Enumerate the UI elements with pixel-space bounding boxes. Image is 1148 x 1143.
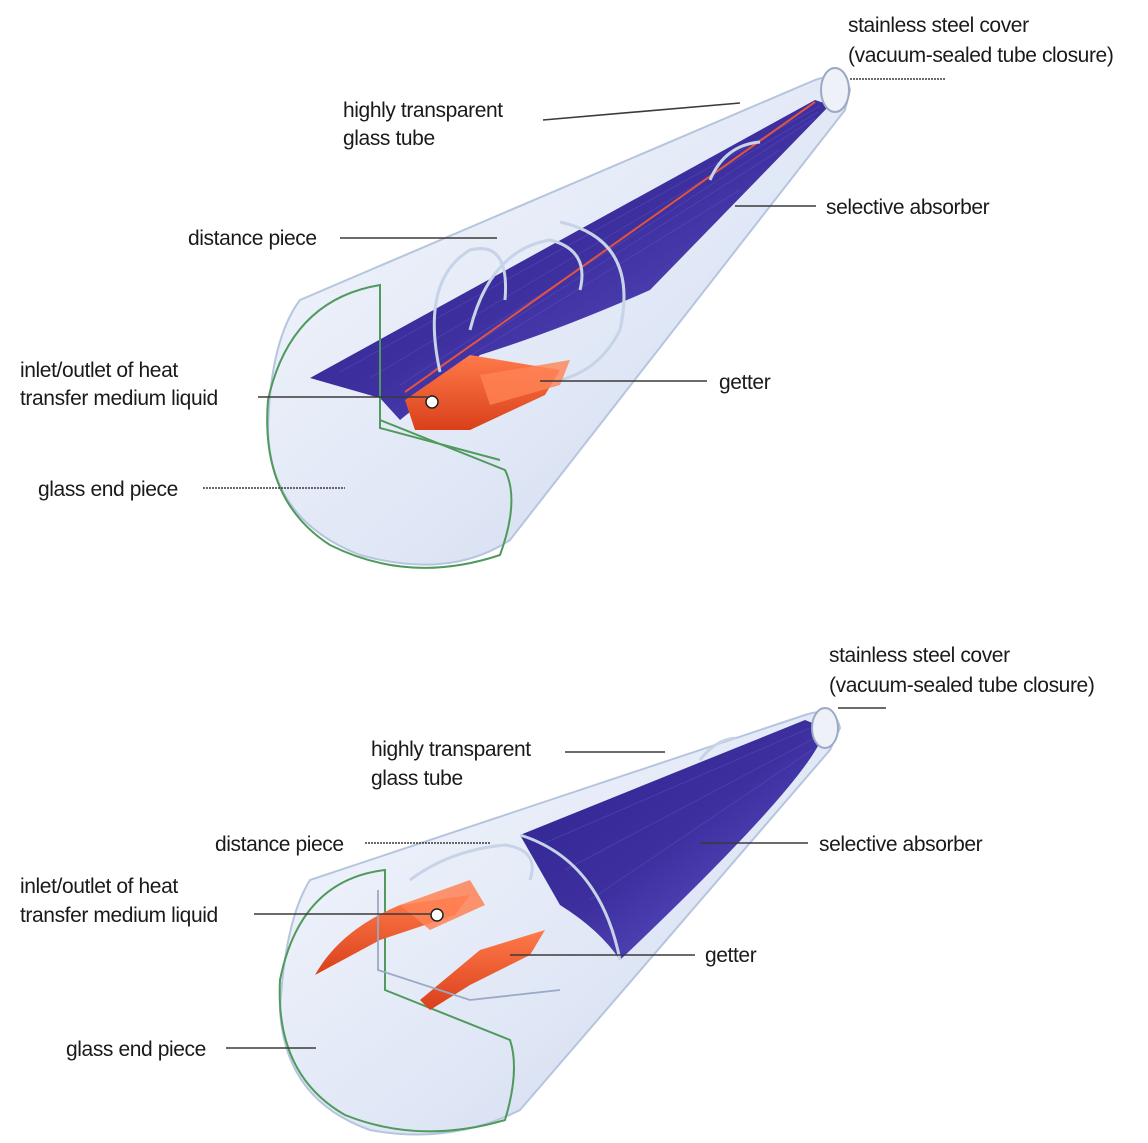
label-inlet-outlet-sub: transfer medium liquid xyxy=(20,387,218,410)
diagram-bottom: stainless steel cover (vacuum-sealed tub… xyxy=(20,644,1094,1135)
label-glass-tube: highly transparent xyxy=(371,738,531,761)
label-distance-piece: distance piece xyxy=(215,833,344,856)
label-selective-absorber: selective absorber xyxy=(819,833,983,856)
label-distance-piece: distance piece xyxy=(188,227,317,250)
label-stainless-steel-cover-sub: (vacuum-sealed tube closure) xyxy=(829,674,1094,697)
label-inlet-outlet: inlet/outlet of heat xyxy=(20,359,178,382)
stainless-steel-cover xyxy=(812,708,838,748)
label-glass-tube: highly transparent xyxy=(343,99,503,122)
label-getter: getter xyxy=(719,371,771,394)
label-glass-end-piece: glass end piece xyxy=(66,1038,206,1061)
label-stainless-steel-cover-sub: (vacuum-sealed tube closure) xyxy=(848,44,1113,67)
label-glass-tube-sub: glass tube xyxy=(343,127,435,150)
label-selective-absorber: selective absorber xyxy=(826,196,990,219)
label-glass-end-piece: glass end piece xyxy=(38,478,178,501)
label-stainless-steel-cover: stainless steel cover xyxy=(848,14,1029,37)
leader-glass-tube xyxy=(543,103,740,120)
label-inlet-outlet: inlet/outlet of heat xyxy=(20,875,178,898)
label-getter: getter xyxy=(705,944,757,967)
label-inlet-outlet-sub: transfer medium liquid xyxy=(20,904,218,927)
label-glass-tube-sub: glass tube xyxy=(371,767,463,790)
diagram-top: stainless steel cover (vacuum-sealed tub… xyxy=(20,14,1113,568)
label-stainless-steel-cover: stainless steel cover xyxy=(829,644,1010,667)
stainless-steel-cover xyxy=(821,68,849,112)
inlet-outlet-port xyxy=(431,909,443,921)
